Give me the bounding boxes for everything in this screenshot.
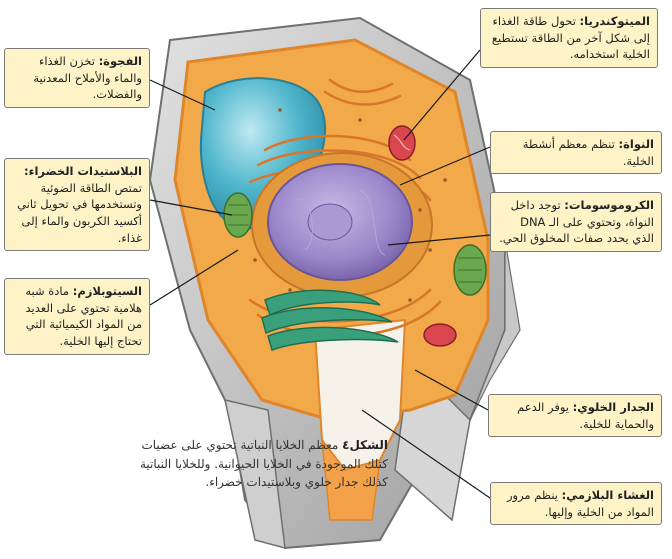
label-term: الغشاء البلازمي: [561, 488, 654, 502]
label-term: الفجوة: [98, 54, 142, 68]
label-term: النواة: [618, 137, 655, 151]
label-nucleus: النواة: تنظم معظم أنشطة الخلية. [490, 131, 662, 175]
mitochondrion-right [423, 323, 457, 347]
figure-caption: الشكل٤ معظم الخلايا النباتية تحتوي على ع… [138, 436, 388, 492]
label-desc: تخزن الغذاء والماء والأملاح المعدنية وال… [33, 54, 142, 102]
label-cell-membrane: الغشاء البلازمي: ينظم مرور المواد من الخ… [490, 482, 662, 526]
label-term: الميتوكندريا: [579, 14, 650, 28]
label-chloroplasts: البلاستيدات الخضراء: تمتص الطاقة الضوئية… [4, 158, 150, 252]
label-desc: توجد داخل النواة، وتحتوي على الـ DNA الذ… [499, 198, 654, 246]
chloroplast-right [453, 244, 487, 296]
label-term: البلاستيدات الخضراء: [24, 164, 142, 178]
label-term: الكروموسومات: [564, 198, 654, 212]
chloroplast-left [223, 192, 253, 238]
golgi-body [261, 289, 399, 351]
label-term: الجدار الخلوي: [572, 400, 654, 414]
label-vacuole: الفجوة: تخزن الغذاء والماء والأملاح المع… [4, 48, 150, 109]
label-mitochondria: الميتوكندريا: تحول طاقة الغذاء إلى شكل آ… [480, 8, 658, 69]
label-desc: ينظم مرور المواد من الخلية وإليها. [506, 488, 654, 519]
label-desc: تنظم معظم أنشطة الخلية. [522, 137, 654, 168]
label-desc: مادة شبه هلامية تحتوي على العديد من المو… [25, 284, 142, 349]
label-desc: تحول طاقة الغذاء إلى شكل آخر من الطاقة ت… [491, 14, 650, 62]
label-desc: تمتص الطاقة الضوئية وتستخدمها في تحويل ث… [17, 180, 142, 245]
ribosomes [253, 108, 447, 302]
label-desc: يوفر الدعم والحماية للخلية. [517, 400, 654, 431]
label-chromosomes: الكروموسومات: توجد داخل النواة، وتحتوي ع… [490, 192, 662, 253]
chromosome-strands [294, 189, 386, 256]
figure-number: الشكل٤ [342, 438, 388, 452]
label-cytoplasm: السيتوبلازم: مادة شبه هلامية تحتوي على ا… [4, 278, 150, 355]
nucleus [251, 152, 433, 298]
leader-lines [149, 49, 491, 499]
nucleolus [307, 203, 353, 241]
figure-caption-text: معظم الخلايا النباتية تحتوي على عضيات كت… [139, 438, 388, 490]
label-term: السيتوبلازم: [72, 284, 142, 298]
label-cell-wall: الجدار الخلوي: يوفر الدعم والحماية للخلي… [488, 394, 662, 438]
